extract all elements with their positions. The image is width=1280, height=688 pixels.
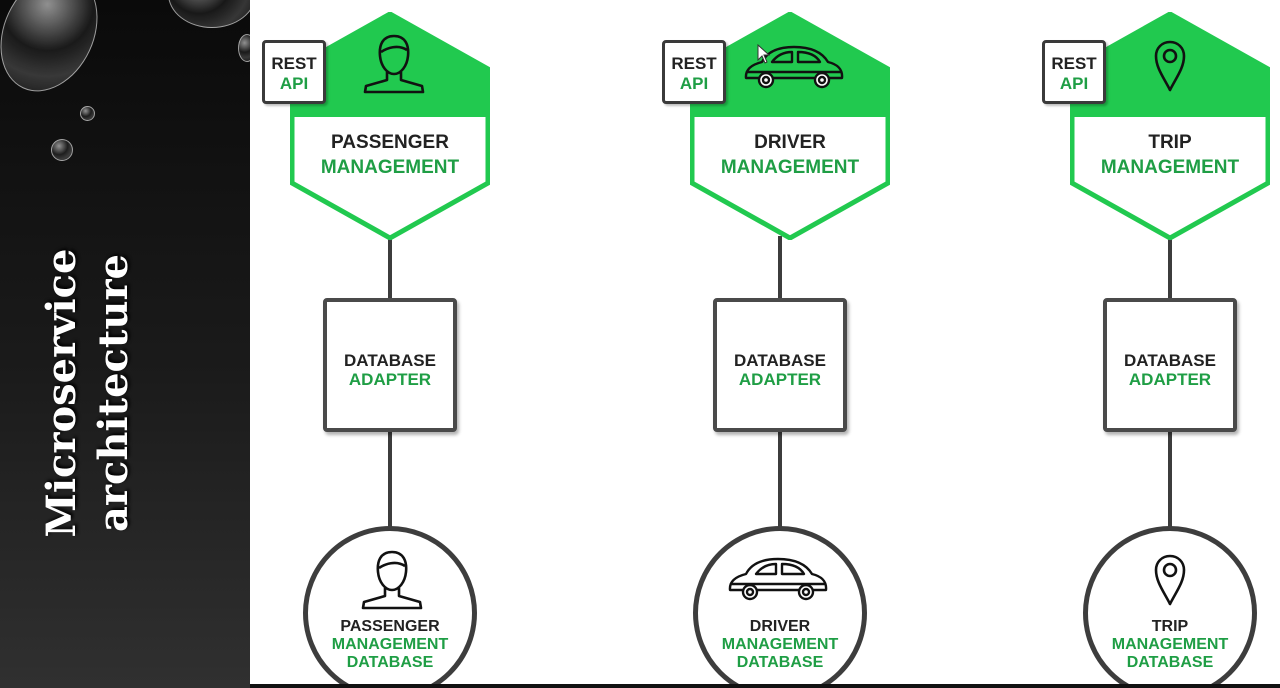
adapter-line-2: ADAPTER [738,370,822,389]
bubble-decoration [168,0,250,28]
db-line-3: DATABASE [346,654,434,671]
service-name: PASSENGER MANAGEMENT [290,130,490,180]
service-name-line-1: DRIVER [754,132,826,153]
bubble-decoration [80,106,95,121]
car-icon [728,557,828,601]
adapter-line-2: ADAPTER [1128,370,1212,389]
bottom-border [250,684,1280,688]
connector-line [388,432,392,528]
car-icon [744,45,844,89]
service-hexagon [1070,12,1270,240]
service-name-line-1: PASSENGER [331,132,449,153]
database-name: PASSENGER MANAGEMENT DATABASE [300,618,480,672]
rest-api-badge: REST API [662,40,726,104]
service-name: TRIP MANAGEMENT [1070,130,1270,180]
rest-api-badge: REST API [262,40,326,104]
slide-title-line-2: architecture [90,254,137,532]
db-line-2: MANAGEMENT [721,636,839,653]
map-pin-icon [1154,554,1186,606]
connector-line [778,236,782,298]
database-adapter-box: DATABASE ADAPTER [713,298,847,432]
adapter-line-2: ADAPTER [348,370,432,389]
api-label: API [679,74,709,93]
db-line-2: MANAGEMENT [1111,636,1229,653]
connector-line [778,432,782,528]
map-pin-icon [1154,40,1186,92]
rest-api-badge: REST API [1042,40,1106,104]
db-line-3: DATABASE [1126,654,1214,671]
service-driver: REST API DRIVER MANAGEMENT DATABASE ADAP… [650,0,890,684]
service-name-line-1: TRIP [1148,132,1192,153]
api-label: API [1059,74,1089,93]
db-line-2: MANAGEMENT [331,636,449,653]
service-name-line-2: MANAGEMENT [1100,157,1240,178]
connector-line [1168,236,1172,298]
connector-line [1168,432,1172,528]
database-name: DRIVER MANAGEMENT DATABASE [690,618,870,672]
service-name-line-2: MANAGEMENT [720,157,860,178]
service-name: DRIVER MANAGEMENT [690,130,890,180]
service-passenger: REST API PASSENGER MANAGEMENT DATABASE A… [250,0,490,684]
database-name: TRIP MANAGEMENT DATABASE [1080,618,1260,672]
title-panel: Microservice architecture [0,0,250,688]
service-trip: REST API TRIP MANAGEMENT DATABASE ADAPTE… [1030,0,1270,684]
mouse-cursor-icon [757,44,771,64]
adapter-line-1: DATABASE [734,351,826,370]
db-line-1: PASSENGER [340,618,440,635]
bubble-decoration [0,0,116,108]
db-line-1: TRIP [1151,618,1189,635]
connector-line [388,236,392,298]
service-name-line-2: MANAGEMENT [320,157,460,178]
db-line-3: DATABASE [736,654,824,671]
rest-label: REST [671,54,717,73]
database-adapter-box: DATABASE ADAPTER [323,298,457,432]
architecture-diagram: REST API PASSENGER MANAGEMENT DATABASE A… [250,0,1280,684]
api-label: API [279,74,309,93]
rest-label: REST [271,54,317,73]
bubble-decoration [51,139,73,161]
adapter-line-1: DATABASE [344,351,436,370]
rest-label: REST [1051,54,1097,73]
db-line-1: DRIVER [749,618,811,635]
database-adapter-box: DATABASE ADAPTER [1103,298,1237,432]
person-icon [363,34,425,94]
slide-title-line-1: Microservice [38,248,85,538]
database-circle [693,526,867,684]
person-icon [361,550,423,610]
adapter-line-1: DATABASE [1124,351,1216,370]
bubble-decoration [238,34,250,62]
slide-title: Microservice architecture [36,228,140,558]
